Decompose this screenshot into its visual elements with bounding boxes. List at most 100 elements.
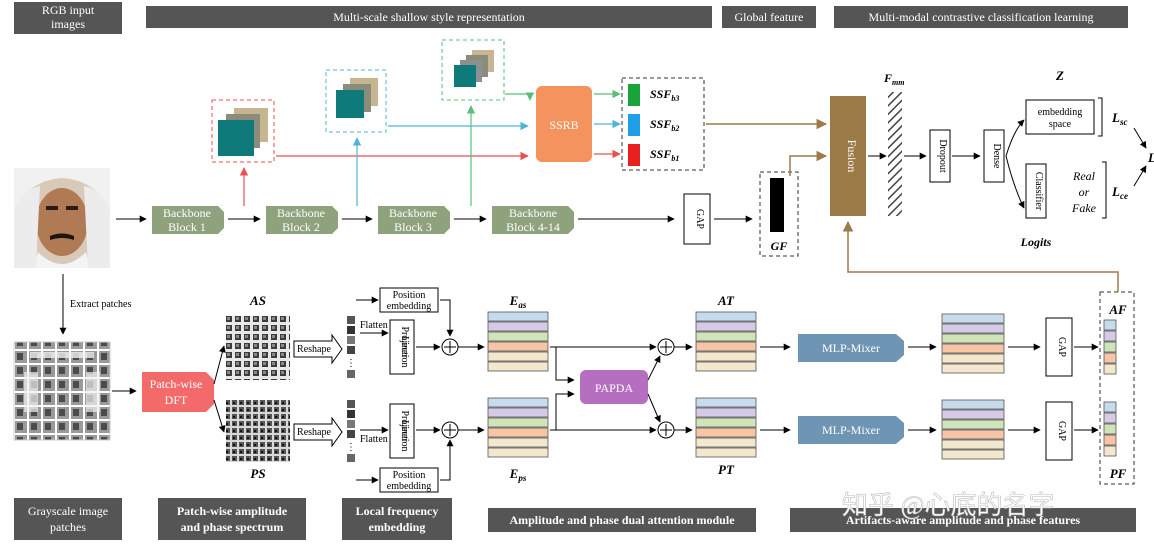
grayscale-patches-image [13, 341, 111, 441]
svg-text:⋮: ⋮ [346, 358, 356, 369]
feature-maps-b2 [325, 69, 387, 133]
svg-text:Block 1: Block 1 [168, 220, 206, 234]
stack-row [941, 399, 1005, 410]
stack-row [941, 313, 1005, 324]
stack-row [941, 429, 1005, 440]
svg-text:Block 3: Block 3 [394, 220, 432, 234]
svg-text:Liner: Liner [399, 336, 410, 358]
papda-to-add-bottom [647, 393, 661, 423]
backbone-block-4-14: Backbone Block 4-14 [492, 206, 574, 234]
z-label: Z [1055, 68, 1064, 83]
vector-cell [1103, 352, 1117, 364]
bracket-ce [1102, 161, 1107, 219]
reshape-arrow-top: Reshape [293, 333, 343, 365]
stack-row [695, 321, 757, 332]
af-to-fusion [842, 220, 1119, 292]
liner-projection-bottom: Liner Projection [389, 403, 415, 459]
header-dual-attention: Amplitude and phase dual attention modul… [488, 508, 756, 532]
position-embedding-top: Position embedding [379, 287, 439, 313]
stack-row [695, 311, 757, 322]
stack-row [487, 447, 549, 458]
header-contrastive: Multi-modal contrastive classification l… [834, 6, 1128, 28]
eps-label: Eps [509, 466, 527, 483]
stack-row [487, 321, 549, 332]
flatten-label-bottom: Flatten [360, 434, 388, 445]
svg-text:embedding: embedding [387, 481, 431, 492]
svg-text:Local frequency: Local frequency [356, 504, 439, 518]
dense-block: Dense [983, 129, 1005, 183]
feature-maps-b1 [211, 99, 275, 163]
svg-text:Backbone: Backbone [509, 206, 557, 220]
svg-text:and phase spectrum: and phase spectrum [181, 520, 284, 534]
svg-text:MLP-Mixer: MLP-Mixer [822, 341, 880, 355]
liner-projection-top: Liner Projection [389, 319, 415, 375]
dropout-block: Dropout [929, 129, 951, 183]
gap-af: GAP [1045, 317, 1073, 377]
stack-row [695, 361, 757, 372]
svg-text:Position: Position [393, 470, 426, 481]
green-to-ssrb [505, 92, 535, 101]
svg-text:Reshape: Reshape [297, 427, 331, 438]
svg-text:Projection: Projection [399, 410, 410, 451]
token-strip-bottom: ⋮ [346, 400, 356, 462]
svg-text:Projection: Projection [399, 326, 410, 367]
eas-to-papda [550, 346, 575, 384]
classifier-block: Classifier [1025, 163, 1047, 219]
svg-text:Fake: Fake [1071, 201, 1097, 215]
ps-label: PS [250, 466, 265, 481]
eas-label: Eas [509, 293, 527, 310]
stack-row [487, 331, 549, 342]
stack-row [487, 351, 549, 362]
af-vector [1103, 319, 1117, 375]
svg-text:Backbone: Backbone [389, 206, 437, 220]
stack-row [695, 341, 757, 352]
vector-cell [1103, 445, 1117, 457]
flatten-label-top: Flatten [360, 320, 388, 331]
backbone-block-3: Backbone Block 3 [378, 206, 450, 234]
reshape-arrow-bottom: Reshape [293, 416, 343, 448]
lsc-to-l [1133, 127, 1147, 149]
backbone-block-1: Backbone Block 1 [152, 206, 224, 234]
extract-patches-label: Extract patches [70, 299, 131, 310]
backbone-block-2: Backbone Block 2 [266, 206, 338, 234]
vector-cell [1103, 319, 1117, 331]
phase-spectrum-grid [226, 400, 290, 462]
svg-text:patches: patches [50, 520, 86, 534]
af-pf-group: AF PF [1099, 291, 1135, 485]
svg-text:AF: AF [1108, 302, 1127, 317]
patchwise-dft-block: Patch-wise DFT [142, 372, 214, 412]
svg-text:Position: Position [393, 290, 426, 301]
stack-row [695, 397, 757, 408]
eps-to-papda [550, 390, 575, 431]
svg-text:or: or [1079, 185, 1090, 199]
header-local-freq: Local frequency embedding [342, 498, 452, 540]
add-node-bottom [441, 421, 459, 439]
logits-label: Logits [1020, 235, 1052, 249]
gf-to-fusion [789, 150, 828, 176]
svg-text:DFT: DFT [165, 393, 188, 407]
svg-text:SSFb3: SSFb3 [650, 87, 679, 103]
header-rgb-input: RGB input images [14, 2, 122, 34]
vector-cell [1103, 363, 1117, 375]
stack-row [695, 417, 757, 428]
svg-text:GAP: GAP [1056, 337, 1067, 357]
mlp-mixer-bottom: MLP-Mixer [798, 416, 904, 444]
header-global-feature: Global feature [722, 6, 816, 28]
svg-text:Real: Real [1072, 169, 1096, 183]
amplitude-spectrum-grid [226, 316, 290, 380]
svg-text:Backbone: Backbone [163, 206, 211, 220]
pos-arrow-bottom-out [440, 439, 454, 481]
svg-text:SSFb1: SSFb1 [650, 147, 679, 163]
dense-to-embedding [1005, 119, 1025, 157]
fmm-feature: Fmm [883, 71, 904, 216]
svg-text:space: space [1049, 119, 1072, 130]
stack-row [695, 407, 757, 418]
svg-text:GAP: GAP [1056, 421, 1067, 441]
pt-stack [695, 397, 757, 458]
stack-row [941, 449, 1005, 460]
svg-text:Backbone: Backbone [277, 206, 325, 220]
mixer-out-stack-bottom [941, 399, 1005, 460]
svg-text:Fmm: Fmm [883, 71, 904, 87]
